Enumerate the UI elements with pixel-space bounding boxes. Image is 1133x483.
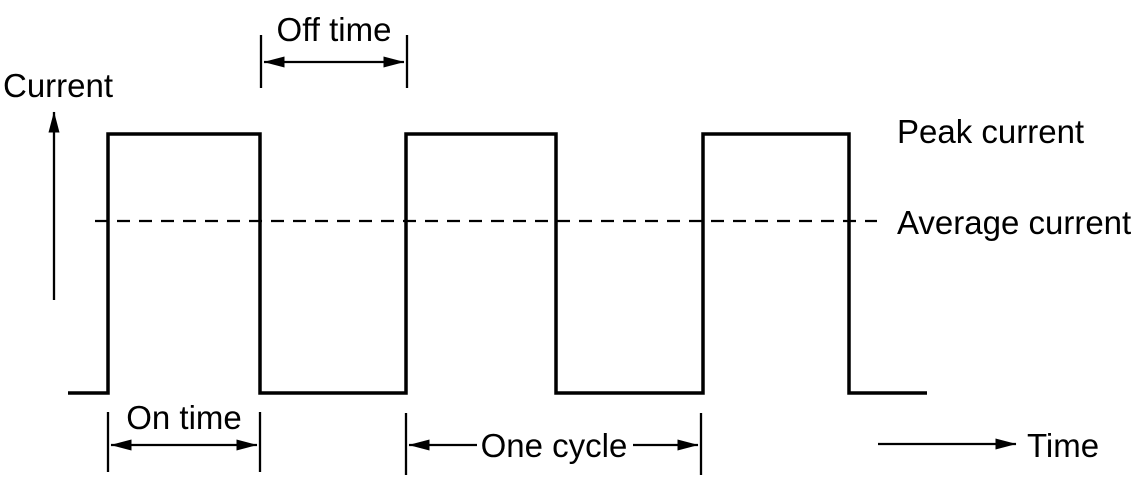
average-current-label: Average current [897, 204, 1131, 241]
current-axis: Current [3, 67, 113, 300]
off-time-label: Off time [277, 11, 392, 48]
peak-current-label: Peak current [897, 113, 1084, 150]
on-time-dimension: On time [106, 399, 262, 472]
time-axis-label: Time [1027, 427, 1099, 464]
time-axis: Time [878, 427, 1099, 464]
pulse-waveform-trace [68, 132, 927, 395]
one-cycle-dimension: One cycle [404, 413, 703, 475]
on-time-label: On time [126, 399, 242, 436]
current-axis-label: Current [3, 67, 113, 104]
one-cycle-label: One cycle [481, 427, 628, 464]
off-time-dimension: Off time [259, 11, 409, 88]
